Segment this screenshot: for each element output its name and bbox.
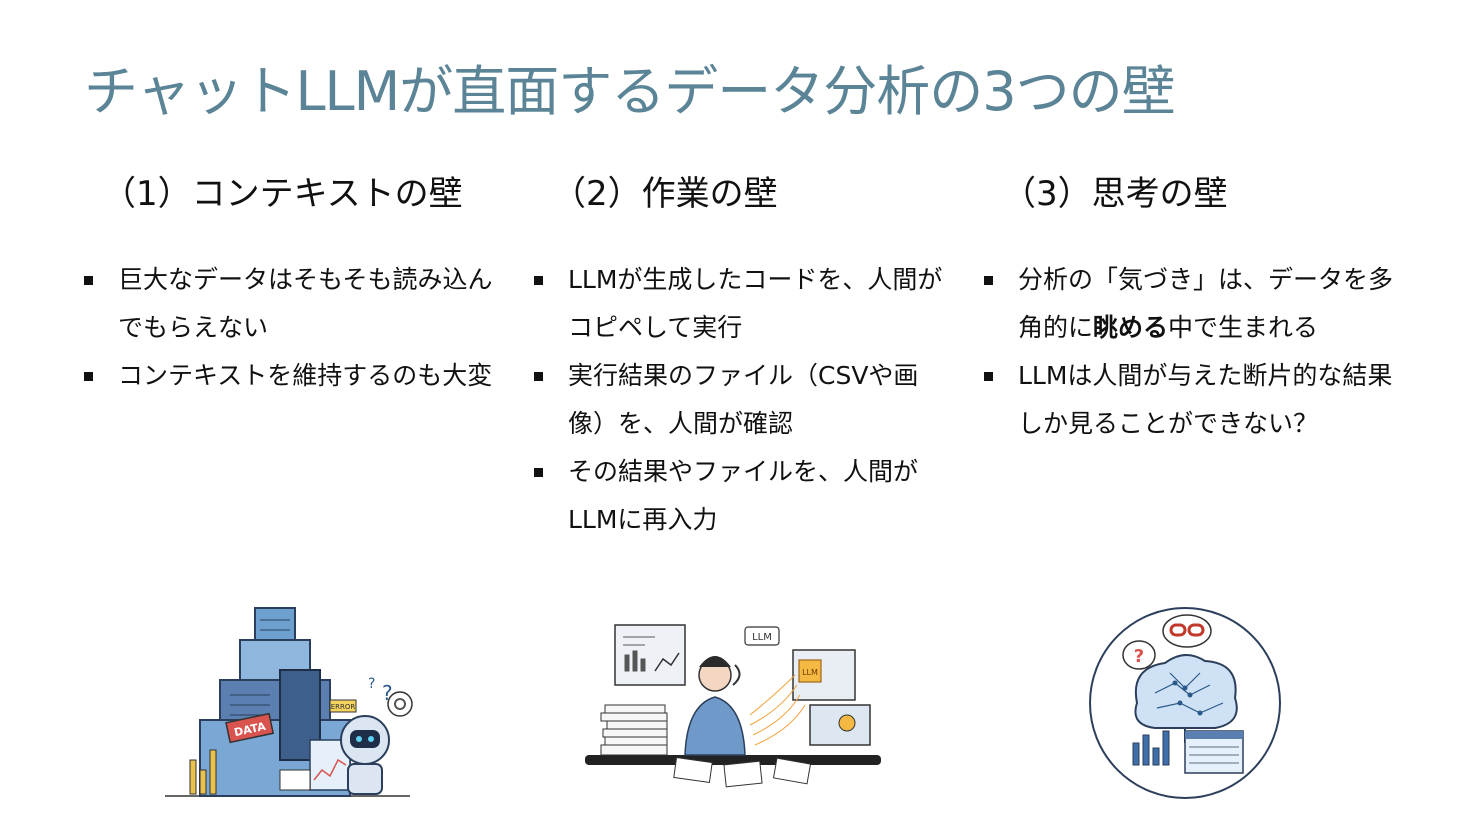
bullet-square-icon: [534, 468, 543, 477]
bullet-square-icon: [534, 276, 543, 285]
column-thinking-wall: （3）思考の壁 分析の「気づき」は、データを多角的に眺める中で生まれる LLMは…: [984, 166, 1404, 438]
broken-link-icon: [1169, 623, 1205, 637]
llm-screen-text: LLM: [802, 668, 818, 677]
bullet-text-bold: 眺める: [1093, 313, 1169, 342]
bullet-text-post: 中で生まれる: [1168, 313, 1319, 342]
llm-bubble-text: LLM: [752, 632, 772, 643]
bullet-text: LLMが生成したコードを、人間がコピペして実行: [568, 265, 943, 342]
bullet-list: LLMが生成したコードを、人間がコピペして実行 実行結果のファイル（CSVや画像…: [534, 256, 954, 544]
data-overload-illustration: DATA ERROR ? ?: [165, 607, 413, 797]
question-mark-text: ?: [1134, 646, 1144, 667]
column-heading: （1）コンテキストの壁: [102, 174, 463, 214]
bullet-square-icon: [534, 372, 543, 381]
brain-broken-link-illustration: ?: [1089, 607, 1281, 799]
bullet-text: 巨大なデータはそもそも読み込んでもらえない: [118, 265, 493, 342]
list-item: 巨大なデータはそもそも読み込んでもらえない: [84, 256, 504, 352]
bullet-text: 実行結果のファイル（CSVや画像）を、人間が確認: [568, 361, 919, 438]
list-item: LLMが生成したコードを、人間がコピペして実行: [534, 256, 954, 352]
bullet-list: 巨大なデータはそもそも読み込んでもらえない コンテキストを維持するのも大変: [84, 256, 504, 400]
list-item: 実行結果のファイル（CSVや画像）を、人間が確認: [534, 352, 954, 448]
bullet-list: 分析の「気づき」は、データを多角的に眺める中で生まれる LLMは人間が与えた断片…: [984, 256, 1404, 448]
slide-title: チャットLLMが直面するデータ分析の3つの壁: [84, 60, 1176, 123]
bullet-text: コンテキストを維持するのも大変: [118, 361, 493, 390]
column-heading: （2）作業の壁: [552, 174, 778, 214]
column-work-wall: （2）作業の壁 LLMが生成したコードを、人間がコピペして実行 実行結果のファイ…: [534, 166, 954, 534]
bullet-square-icon: [984, 372, 993, 381]
question-mark-text: ?: [368, 676, 375, 692]
bullet-text: その結果やファイルを、人間がLLMに再入力: [568, 457, 919, 534]
column-context-wall: （1）コンテキストの壁 巨大なデータはそもそも読み込んでもらえない コンテキスト…: [84, 166, 504, 390]
bullet-square-icon: [84, 276, 93, 285]
stressed-worker-illustration: LLM LLM: [585, 624, 881, 788]
list-item: 分析の「気づき」は、データを多角的に眺める中で生まれる: [984, 256, 1404, 352]
question-mark-text: ?: [382, 681, 393, 705]
error-badge-text: ERROR: [331, 703, 356, 711]
bullet-text: LLMは人間が与えた断片的な結果しか見ることができない？: [1018, 361, 1393, 438]
bullet-text-pre: 分析の「気づき」は、データを多角的に: [1018, 265, 1394, 342]
list-item: コンテキストを維持するのも大変: [84, 352, 504, 400]
bullet-square-icon: [84, 372, 93, 381]
bullet-square-icon: [984, 276, 993, 285]
list-item: その結果やファイルを、人間がLLMに再入力: [534, 448, 954, 544]
list-item: LLMは人間が与えた断片的な結果しか見ることができない？: [984, 352, 1404, 448]
column-heading: （3）思考の壁: [1002, 174, 1228, 214]
